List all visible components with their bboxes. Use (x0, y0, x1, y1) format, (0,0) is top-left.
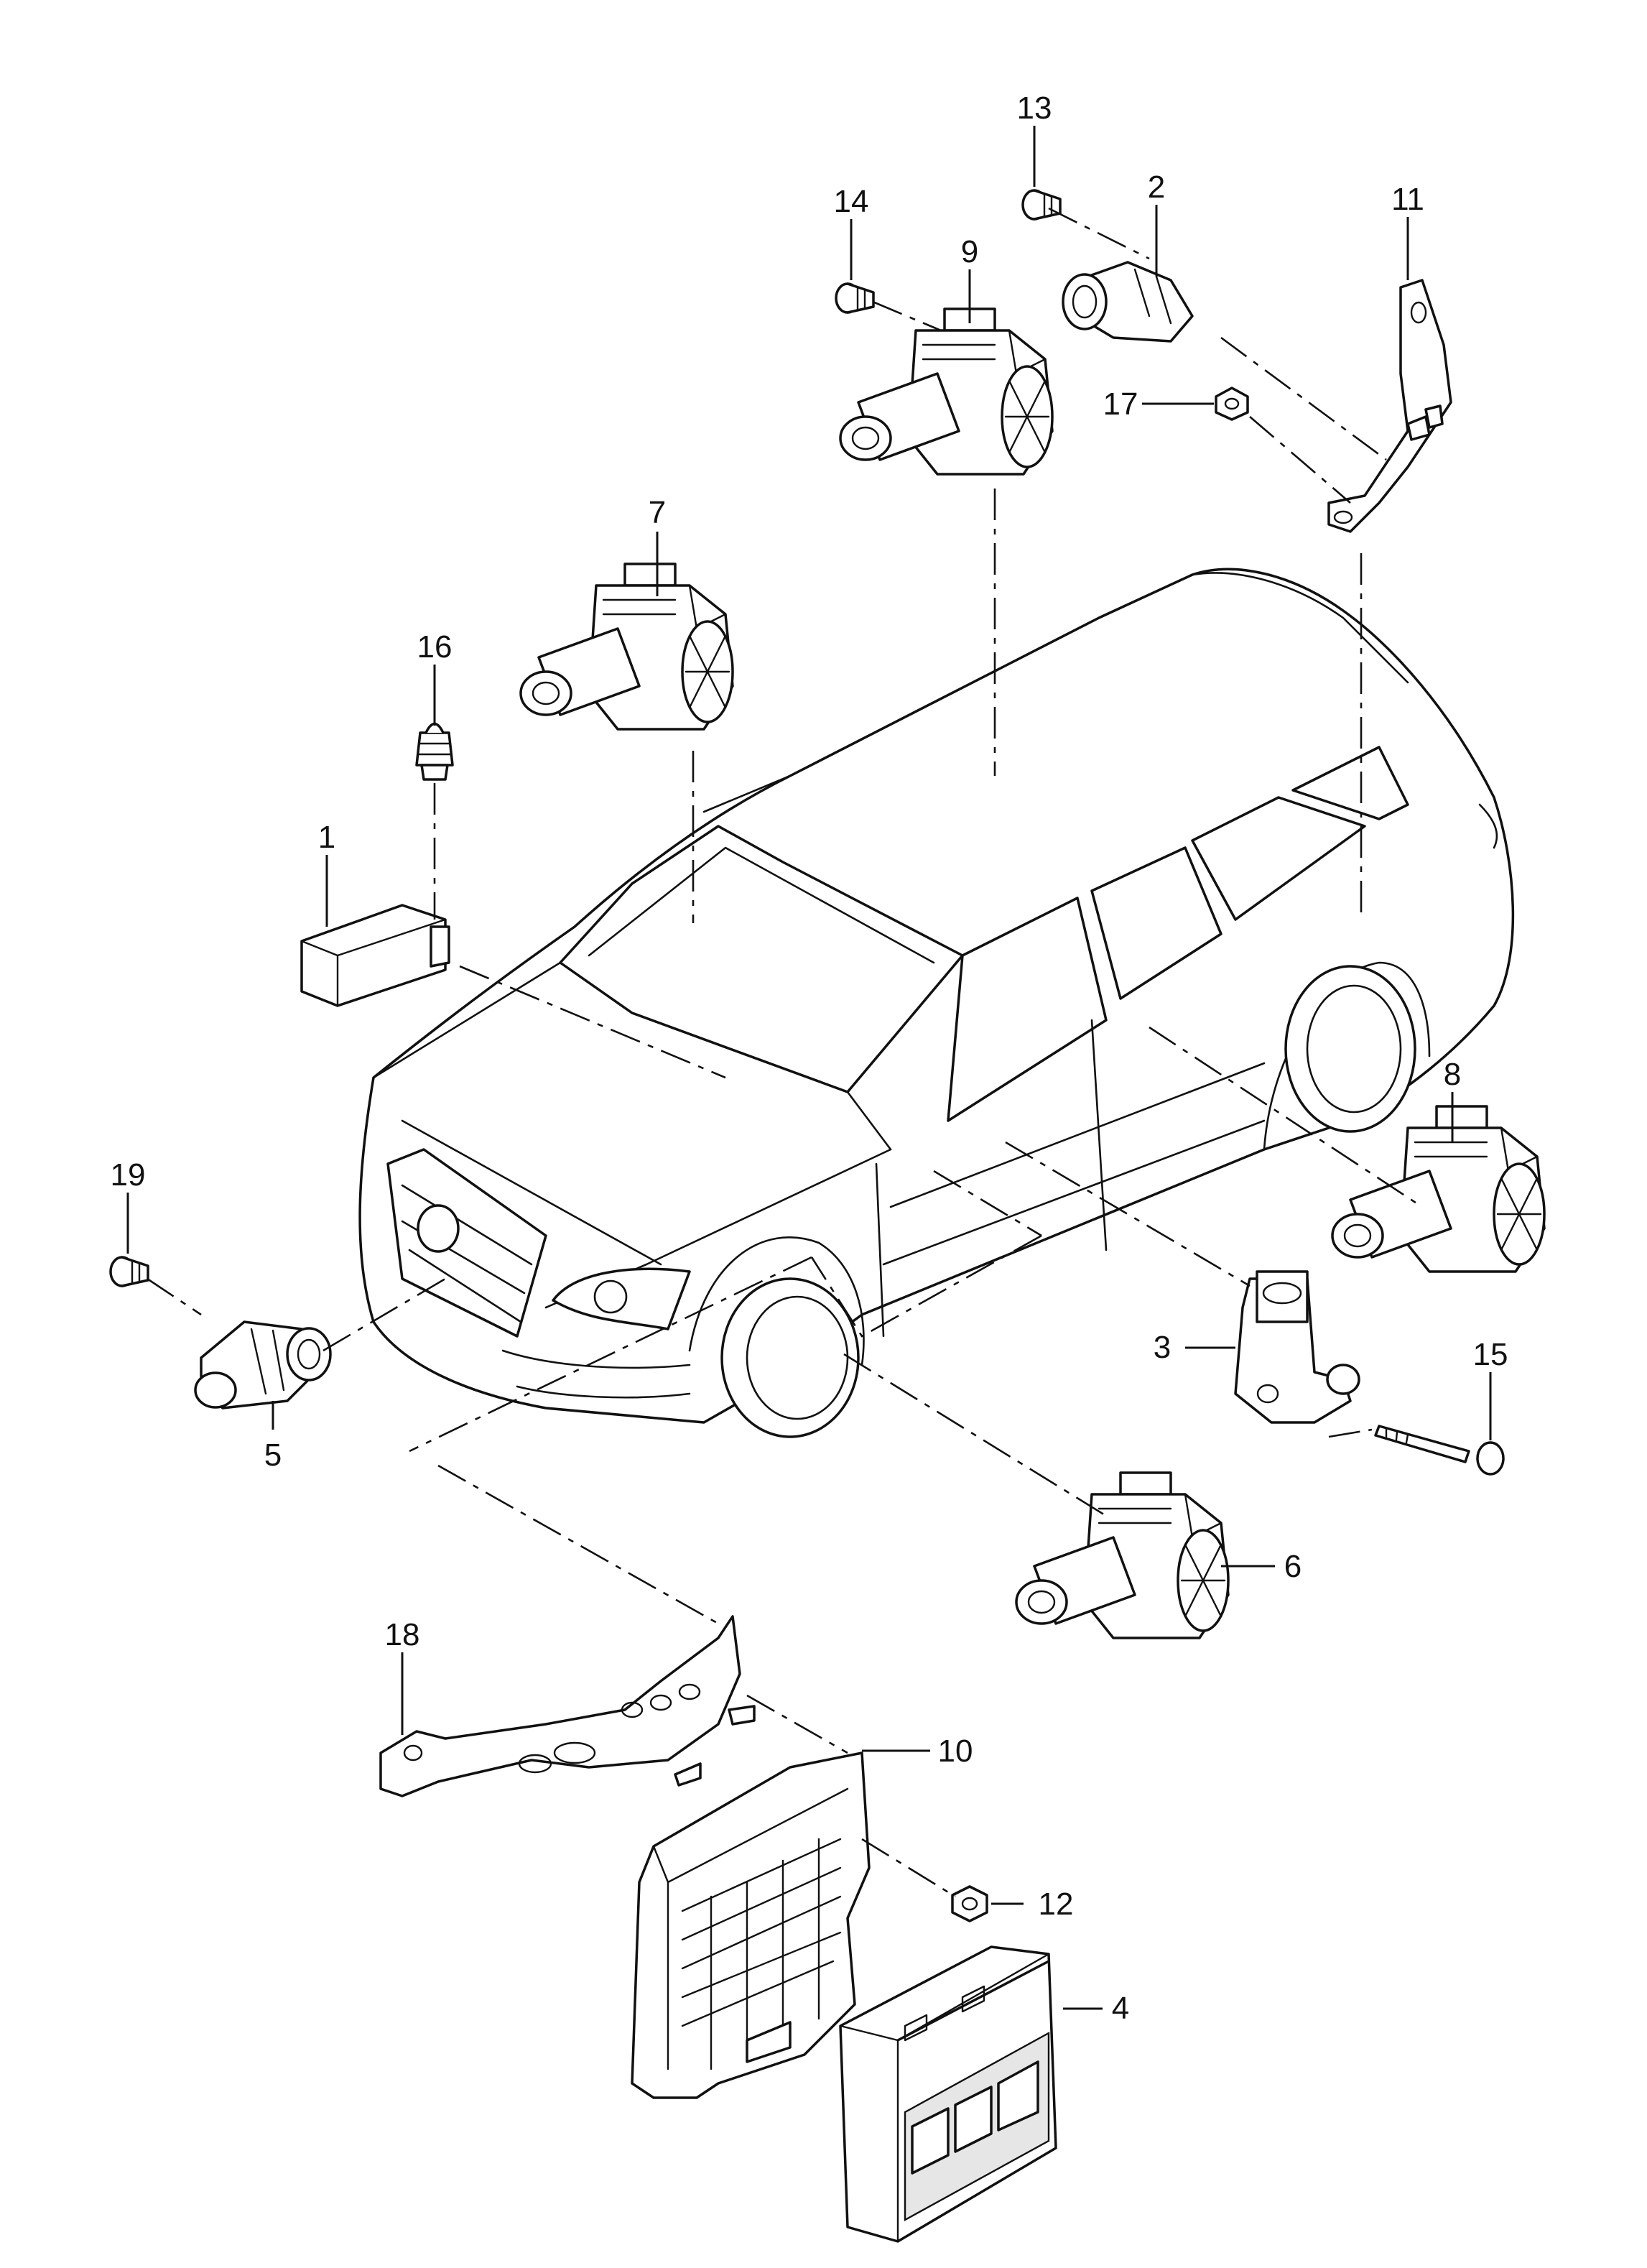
callout-3: 3 (1154, 1330, 1171, 1365)
callout-16: 16 (417, 629, 453, 665)
callout-14: 14 (834, 184, 869, 219)
callout-13: 13 (1017, 91, 1052, 126)
part-3-sensor (1234, 1270, 1360, 1424)
part-1-airbag (300, 904, 450, 1007)
part-14-bolt (835, 282, 875, 314)
callout-8: 8 (1444, 1057, 1461, 1092)
assembly-lines (147, 207, 1423, 1898)
callout-2: 2 (1148, 170, 1165, 205)
part-12-nut (951, 1885, 988, 1922)
part-7-motor (519, 563, 734, 731)
callout-18: 18 (385, 1617, 420, 1652)
part-6-motor (1015, 1471, 1230, 1639)
callout-4: 4 (1112, 1991, 1129, 2026)
part-11-bracket (1327, 279, 1452, 533)
callout-10: 10 (938, 1734, 973, 1769)
callout-19: 19 (111, 1157, 146, 1193)
callout-6: 6 (1284, 1549, 1302, 1584)
part-9-motor (839, 307, 1054, 476)
callout-leaders (126, 126, 1492, 2010)
part-18-bracket (379, 1615, 756, 1797)
part-2-sensor (1062, 261, 1194, 343)
callout-1: 1 (318, 820, 335, 855)
callout-12: 12 (1039, 1887, 1074, 1922)
part-17-nut (1215, 387, 1249, 421)
part-15-bolt (1374, 1425, 1505, 1476)
part-5-sensor (194, 1320, 332, 1410)
callout-11: 11 (1391, 182, 1424, 217)
callout-5: 5 (264, 1438, 282, 1473)
callout-labels: 1 2 3 4 5 6 7 8 9 10 11 12 13 14 15 16 1… (111, 91, 1508, 2026)
part-19-bolt (109, 1256, 149, 1287)
callout-17: 17 (1103, 387, 1138, 422)
part-4-control-unit (839, 1945, 1057, 2243)
part-8-motor (1331, 1105, 1546, 1273)
car-body (358, 568, 1515, 1438)
part-10-holder (631, 1751, 871, 2099)
part-13-bolt (1021, 189, 1062, 221)
callout-15: 15 (1473, 1337, 1508, 1372)
callout-7: 7 (649, 495, 666, 530)
part-16-connector (415, 722, 454, 781)
callout-9: 9 (961, 234, 978, 269)
